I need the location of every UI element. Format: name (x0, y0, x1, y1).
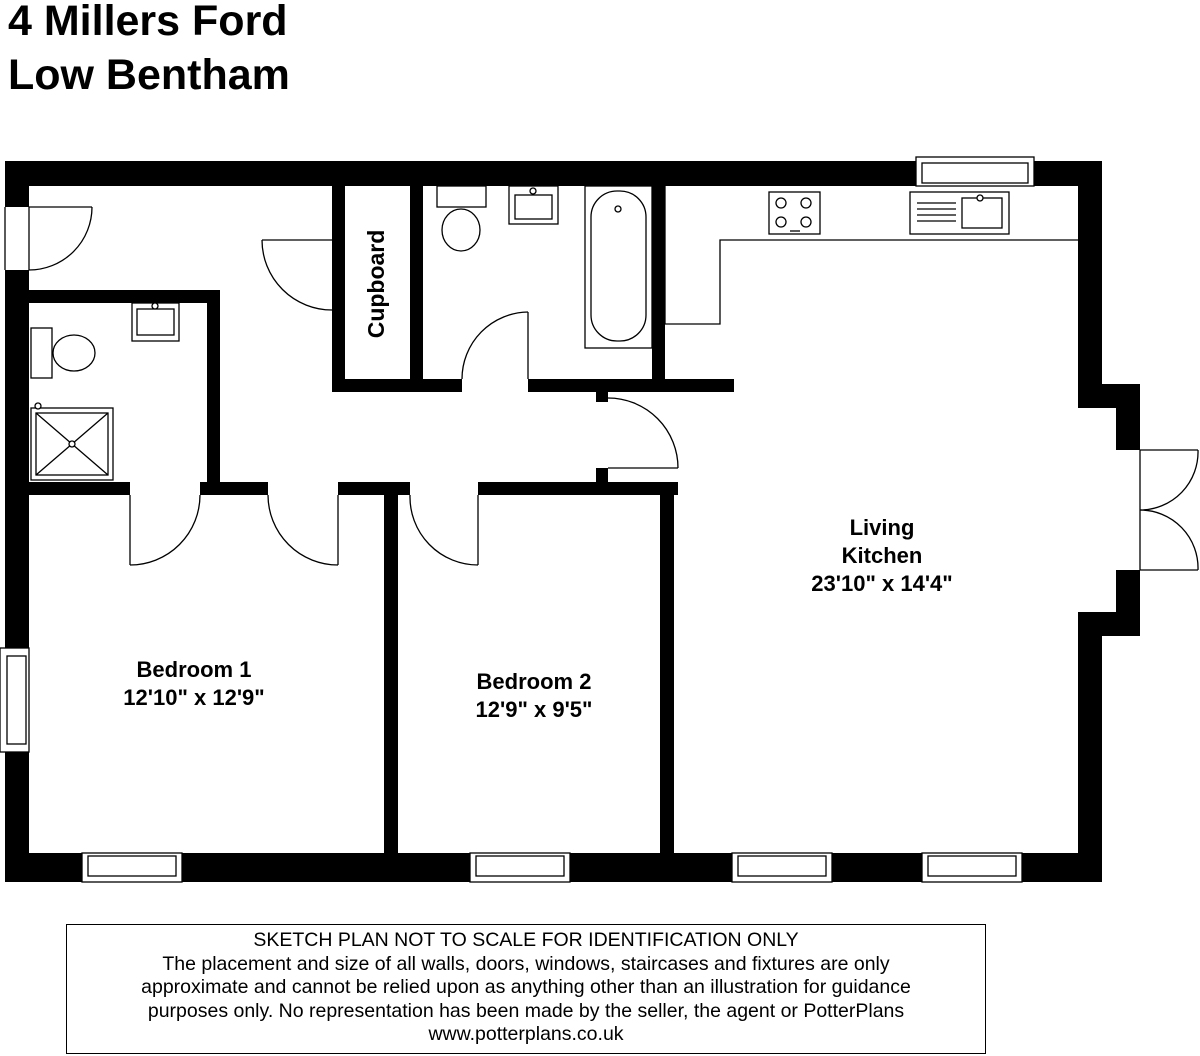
cupboard-label: Cupboard (363, 230, 389, 339)
property-address-line1: 4 Millers Ford (8, 0, 288, 45)
room-name-line1: Living (849, 515, 915, 540)
property-address-line2: Low Bentham (8, 51, 290, 99)
room-bedroom-2: Bedroom 2 12'9" x 9'5" (434, 668, 634, 724)
room-name: Bedroom 1 (136, 657, 252, 682)
floor-plan: Cupboard (0, 156, 1200, 883)
fixtures (30, 185, 1078, 481)
disclaimer-website: www.potterplans.co.uk (428, 1023, 624, 1045)
room-name-line2: Kitchen (841, 543, 923, 568)
room-bedroom-1: Bedroom 1 12'10" x 12'9" (94, 656, 294, 712)
room-dimensions: 12'10" x 12'9" (123, 685, 265, 710)
room-living-kitchen: Living Kitchen 23'10" x 14'4" (772, 514, 992, 598)
doors (4, 206, 1200, 571)
room-dimensions: 12'9" x 9'5" (475, 697, 593, 722)
disclaimer-line: SKETCH PLAN NOT TO SCALE FOR IDENTIFICAT… (253, 929, 799, 951)
disclaimer-line: approximate and cannot be relied upon as… (141, 976, 911, 998)
disclaimer-line: The placement and size of all walls, doo… (162, 952, 890, 975)
room-dimensions: 23'10" x 14'4" (811, 571, 953, 596)
room-name: Bedroom 2 (476, 669, 592, 694)
walls (5, 161, 1140, 882)
disclaimer-box: SKETCH PLAN NOT TO SCALE FOR IDENTIFICAT… (66, 924, 986, 1054)
disclaimer-line: purposes only. No representation has bee… (147, 999, 905, 1022)
windows (0, 156, 1035, 883)
